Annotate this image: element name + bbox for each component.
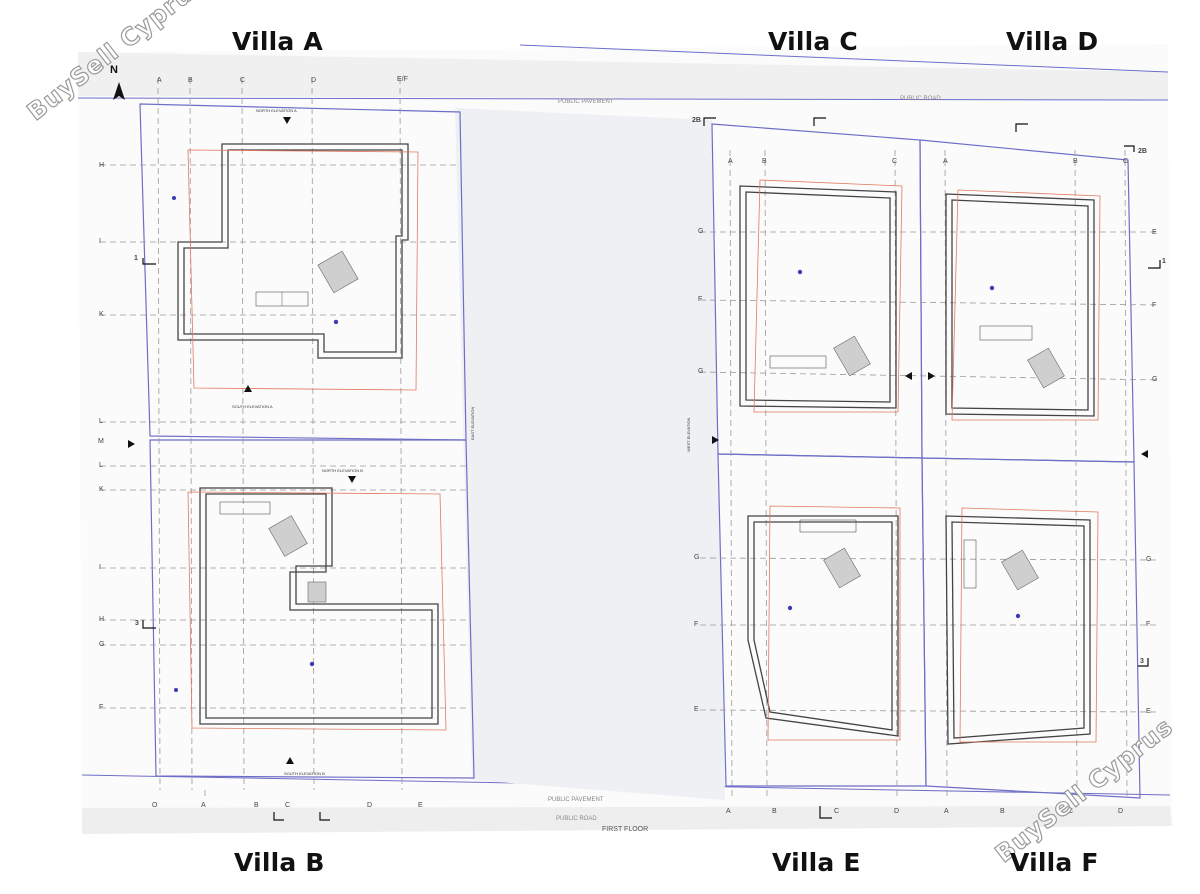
villa-f-stair (1001, 549, 1039, 591)
villa-a-label: Villa A (232, 27, 323, 56)
villa-a-stair (317, 250, 359, 294)
villa-c-label: Villa C (768, 27, 858, 56)
villa-c-stair (833, 335, 871, 377)
villa-f-label: Villa F (1010, 848, 1099, 877)
villa-d-stair (1027, 347, 1065, 389)
north-elevation-a: NORTH ELEVATION A (256, 108, 297, 113)
public-pavement-top: PUBLIC PAVEMENT (558, 99, 614, 105)
villa-a-building (177, 143, 409, 359)
villa-b-label: Villa B (234, 848, 325, 877)
public-road-band (78, 52, 1168, 100)
villa-d-label: Villa D (1006, 27, 1099, 56)
public-road-top: PUBLIC ROAD (900, 96, 941, 102)
plot-villa-f (921, 457, 1141, 799)
south-elevation-b: SOUTH ELEVATION B (284, 771, 325, 776)
central-road (455, 108, 725, 800)
east-elevation-label: EAST ELEVATION (470, 406, 475, 440)
villa-b-stair (268, 515, 308, 557)
public-road-bottom: PUBLIC ROAD (556, 816, 597, 822)
villa-c-building (739, 185, 897, 409)
south-elevation-a: SOUTH ELEVATION A (232, 404, 273, 409)
public-pavement-bottom: PUBLIC PAVEMENT (548, 797, 604, 803)
plot-villa-b (149, 439, 475, 779)
north-label: N (110, 64, 118, 76)
villa-e-label: Villa E (772, 848, 861, 877)
public-road-band-bottom (82, 806, 1172, 834)
west-elevation-label: WEST ELEVATION (686, 417, 691, 452)
north-elevation-b: NORTH ELEVATION B (322, 468, 363, 473)
villa-f-building (945, 515, 1091, 745)
floor-label: FIRST FLOOR (602, 826, 649, 833)
villa-e-building (747, 515, 899, 737)
villa-d-building (945, 193, 1095, 417)
villa-b-building (199, 487, 439, 725)
north-arrow-icon (113, 82, 125, 100)
villa-e-stair (823, 547, 861, 589)
